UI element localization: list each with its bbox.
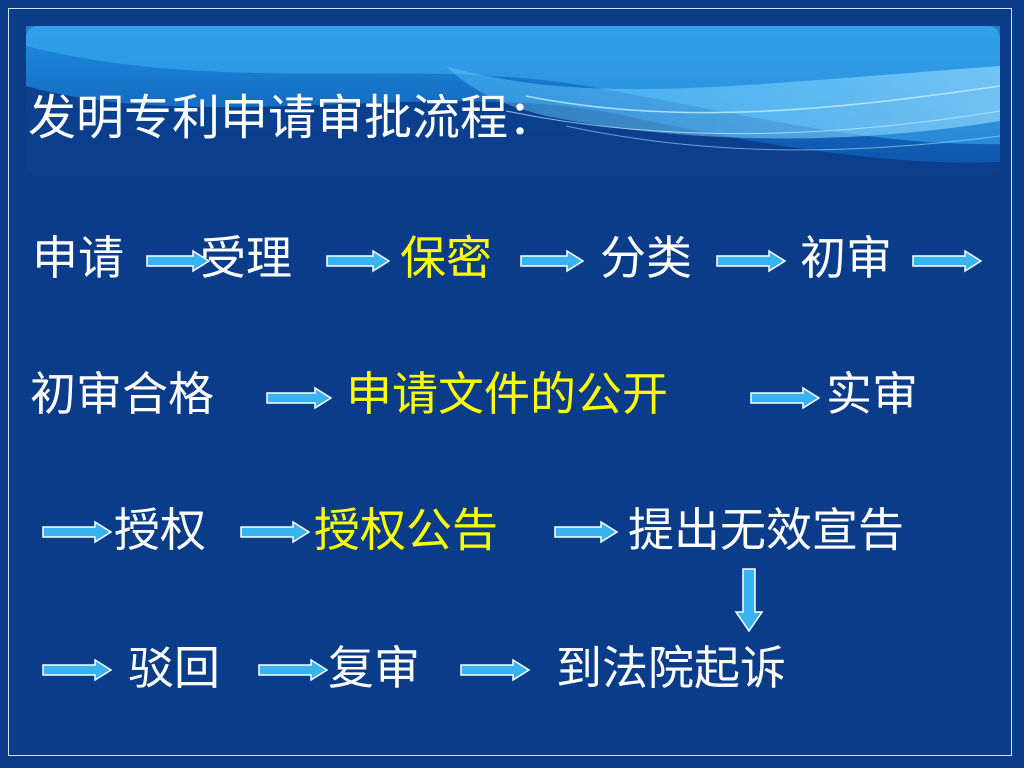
step-rejection: 驳回	[128, 641, 220, 695]
step-publication: 申请文件的公开	[346, 367, 668, 421]
step-accept: 受理	[200, 231, 292, 285]
step-preliminary-exam: 初审	[800, 231, 892, 285]
diagram-title: 发明专利申请审批流程：	[28, 90, 557, 146]
step-grant: 授权	[114, 503, 206, 557]
flow-arrow-right-icon	[912, 249, 982, 273]
flow-arrow-right-icon	[554, 520, 618, 544]
flow-arrow-right-icon	[750, 386, 820, 410]
step-apply: 申请	[32, 231, 124, 285]
flow-arrow-right-icon	[716, 249, 786, 273]
flow-arrow-right-icon	[42, 520, 112, 544]
flow-arrow-right-icon	[460, 658, 530, 682]
step-substantive-exam: 实审	[826, 367, 918, 421]
flow-arrow-right-icon	[326, 249, 390, 273]
step-classify: 分类	[600, 231, 692, 285]
step-grant-announcement: 授权公告	[314, 503, 498, 557]
flow-arrow-down-icon	[734, 568, 764, 632]
flow-arrow-right-icon	[42, 658, 112, 682]
step-reexamination: 复审	[328, 641, 420, 695]
flow-arrow-right-icon	[258, 658, 328, 682]
step-confidentiality: 保密	[400, 231, 492, 285]
flow-arrow-right-icon	[240, 520, 310, 544]
slide-frame	[8, 8, 1012, 756]
step-court-appeal: 到法院起诉	[556, 641, 786, 695]
step-invalidation-request: 提出无效宣告	[628, 503, 904, 557]
wave-banner	[26, 26, 1000, 176]
flow-arrow-right-icon	[520, 249, 584, 273]
flow-arrow-right-icon	[266, 386, 332, 410]
step-preliminary-passed: 初审合格	[30, 367, 214, 421]
flow-arrow-right-icon	[146, 249, 210, 273]
